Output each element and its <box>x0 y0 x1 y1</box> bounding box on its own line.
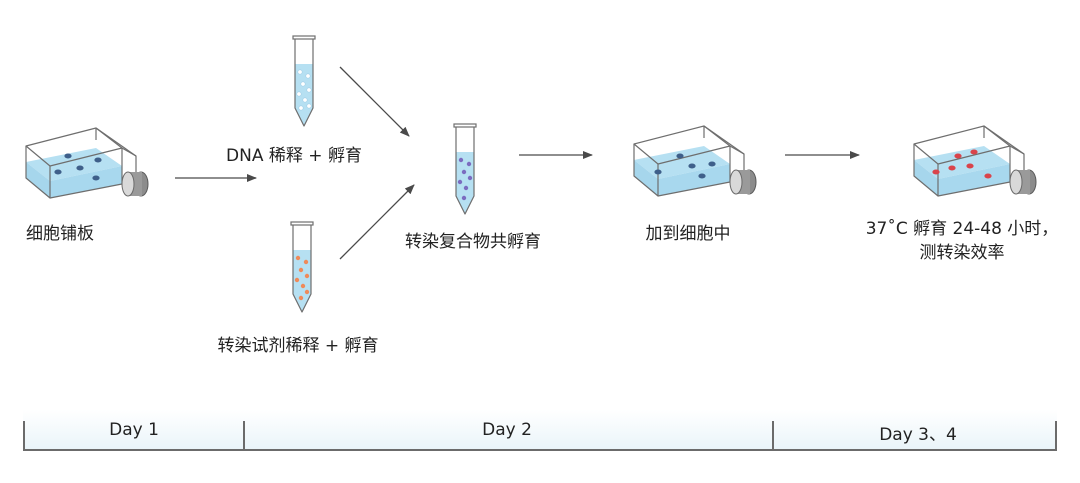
molecule-dot <box>304 289 310 295</box>
molecule-dot <box>298 267 304 273</box>
cell-dot <box>966 163 974 169</box>
tube-rim <box>292 35 316 40</box>
label-incubate-measure: 37˚C 孵育 24-48 小时， 测转染效率 <box>866 217 1059 265</box>
cell-dot <box>688 163 696 169</box>
cell-dot <box>54 169 62 175</box>
label-add-to-cells: 加到细胞中 <box>645 224 731 244</box>
molecule-dot <box>302 97 308 103</box>
tube-body <box>292 224 312 313</box>
molecule-dot <box>457 179 463 185</box>
label-incubate-line1: 37˚C 孵育 24-48 小时， <box>865 219 1059 239</box>
molecule-dot <box>458 157 464 163</box>
timeline-tick-start <box>23 421 25 451</box>
flask-liquid-front <box>938 164 1010 196</box>
molecule-dot <box>297 69 303 75</box>
molecule-dot <box>466 161 472 167</box>
molecule-dot <box>463 185 469 191</box>
molecule-dot <box>306 87 312 93</box>
cell-dot <box>94 157 102 163</box>
timeline-day34: Day 3、4 <box>879 425 957 445</box>
tube-liquid <box>295 64 313 126</box>
flask-liquid-side <box>26 162 50 198</box>
molecule-dot <box>305 73 311 79</box>
arrow-reagent-to-complex <box>339 184 415 260</box>
tube-liquid <box>456 152 474 214</box>
timeline-day2: Day 2 <box>482 420 532 440</box>
molecule-dot <box>300 283 306 289</box>
cell-dot <box>698 173 706 179</box>
cell-dot <box>92 175 100 181</box>
timeline-tick-day2 <box>243 421 245 451</box>
molecule-dot <box>294 277 300 283</box>
molecule-dot <box>298 105 304 111</box>
tube-rim <box>290 221 314 226</box>
timeline-tick-end <box>1055 421 1057 451</box>
cell-dot <box>932 169 940 175</box>
flask-left-edge <box>633 144 659 197</box>
molecule-dot <box>304 273 310 279</box>
cell-dot <box>64 153 72 159</box>
label-plate-cells: 细胞铺板 <box>26 224 94 244</box>
flask-liquid-front <box>658 164 730 196</box>
flask-neck-top <box>983 125 1025 155</box>
cell-dot <box>708 161 716 167</box>
flask-left-edge <box>913 144 939 197</box>
flask-neck-top <box>95 127 137 157</box>
flask-liquid-side <box>914 160 938 196</box>
label-dna-dilute: DNA 稀释 + 孵育 <box>226 146 362 166</box>
molecule-dot <box>295 255 301 261</box>
cell-dot <box>970 149 978 155</box>
flask-neck-top <box>703 125 745 155</box>
cell-dot <box>954 153 962 159</box>
culture-flask-3 <box>913 125 1037 197</box>
culture-flask-1 <box>25 127 149 199</box>
flask-liquid-front <box>50 166 122 198</box>
tube-body <box>294 38 314 127</box>
molecule-dot <box>467 175 473 181</box>
flask-cap-front <box>121 171 135 197</box>
tube-rim <box>453 123 477 128</box>
timeline-tick-day3 <box>772 421 774 451</box>
arrow-dna-to-complex <box>339 66 410 137</box>
molecule-dot <box>298 295 304 301</box>
cell-dot <box>948 165 956 171</box>
cell-dot <box>654 169 662 175</box>
complex-tube <box>453 123 477 215</box>
tube-liquid <box>293 250 311 312</box>
tube-body <box>455 126 475 215</box>
cell-dot <box>76 165 84 171</box>
culture-flask-2 <box>633 125 757 197</box>
label-incubate-line2: 测转染效率 <box>919 243 1005 263</box>
reagent-tube <box>290 221 314 313</box>
molecule-dot <box>300 81 306 87</box>
cell-dot <box>984 173 992 179</box>
flask-liquid-side <box>634 160 658 196</box>
timeline-axis <box>23 449 1057 451</box>
dna-tube <box>292 35 316 127</box>
flask-left-edge <box>25 146 51 199</box>
molecule-dot <box>296 91 302 97</box>
timeline-day1: Day 1 <box>109 420 159 440</box>
molecule-dot <box>461 169 467 175</box>
molecule-dot <box>306 103 312 109</box>
label-complex-incubate: 转染复合物共孵育 <box>405 232 541 252</box>
cell-dot <box>676 153 684 159</box>
molecule-dot <box>303 259 309 265</box>
molecule-dot <box>461 195 467 201</box>
label-reagent-dilute: 转染试剂稀释 + 孵育 <box>217 336 379 356</box>
flask-cap-front <box>729 169 743 195</box>
timeline-bar: Day 1 Day 2 Day 3、4 <box>23 410 1057 451</box>
flask-cap-front <box>1009 169 1023 195</box>
